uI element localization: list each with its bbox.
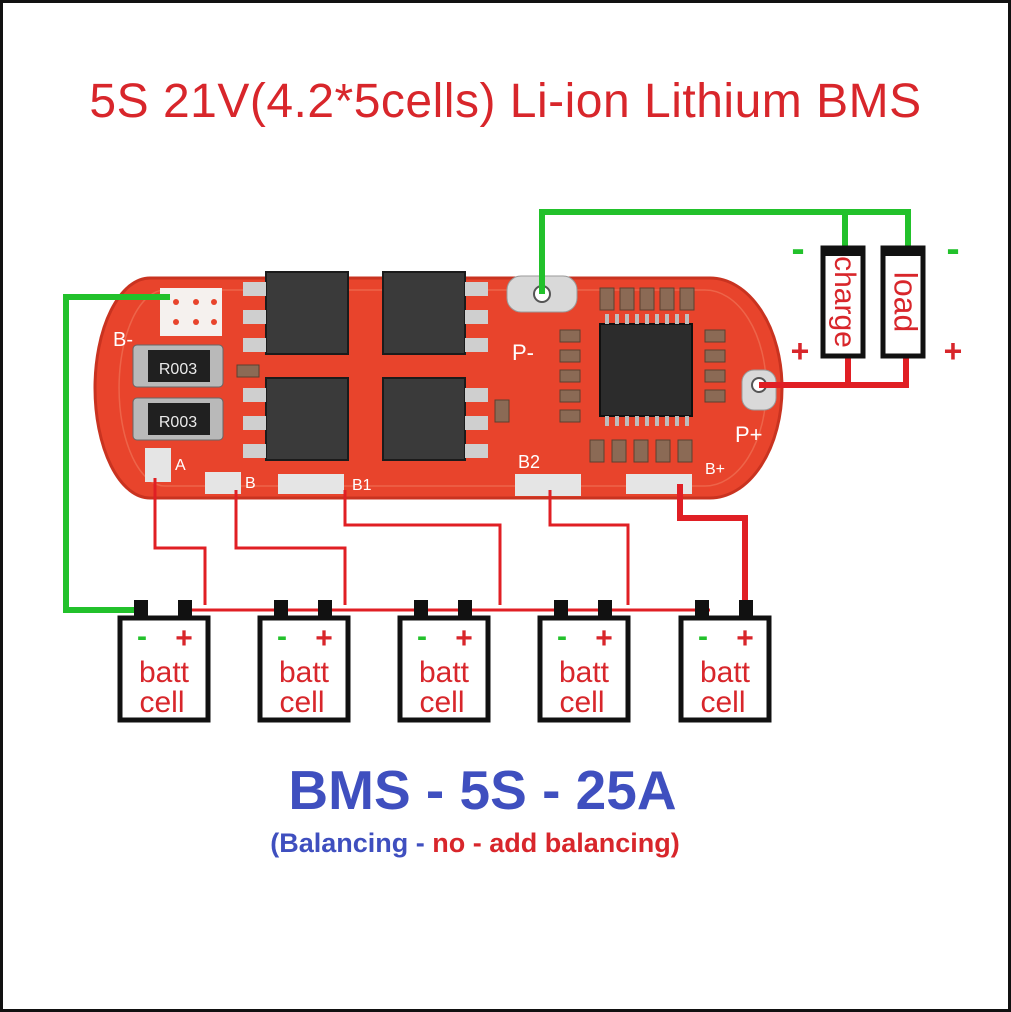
label-b2: B2: [518, 452, 540, 472]
cell-minus-sign: -: [557, 620, 567, 653]
wire-b: [234, 490, 347, 605]
pad-a: [145, 448, 171, 482]
wire-p-plus-to-load: [848, 355, 909, 388]
cell-positive-terminal: [318, 600, 332, 618]
balance-wires: [153, 478, 710, 612]
cell-label-batt: batt: [419, 656, 470, 689]
negative-wires: [63, 209, 911, 613]
load-minus-sign: -: [946, 227, 959, 271]
charge-label: charge: [828, 256, 861, 348]
cell-minus-sign: -: [277, 620, 287, 653]
load-plus-sign: +: [944, 333, 963, 369]
mosfet-3: [265, 377, 349, 461]
cell-label-cell: cell: [419, 686, 464, 719]
footer-note-balancing: (Balancing -: [270, 828, 425, 858]
resistor-code-1: R003: [159, 361, 197, 378]
pad-b: [205, 472, 241, 494]
label-b-minus: B-: [113, 329, 133, 351]
diagram-title: 5S 21V(4.2*5cells) Li-ion Lithium BMS: [89, 75, 922, 128]
wire-b2: [548, 490, 630, 605]
cell-positive-terminal: [739, 600, 753, 618]
cell-body: [397, 615, 491, 723]
cell-plus-sign: +: [175, 622, 193, 655]
load-box: load: [880, 245, 926, 359]
label-b1: B1: [352, 477, 372, 494]
charge-minus-sign: -: [791, 227, 804, 271]
mosfet-2: [382, 271, 466, 355]
cell-positive-terminal: [178, 600, 192, 618]
mosfet-4: [382, 377, 466, 461]
cell-minus-sign: -: [698, 620, 708, 653]
wire-a: [153, 478, 207, 605]
charge-plus-sign: +: [791, 333, 810, 369]
cell-positive-terminal: [598, 600, 612, 618]
footer-note-add: no - add balancing): [432, 828, 680, 858]
cell-label-cell: cell: [559, 686, 604, 719]
cell-negative-terminal: [554, 600, 568, 618]
label-b: B: [245, 475, 256, 492]
label-p-minus: P-: [512, 340, 534, 365]
label-a: A: [175, 457, 186, 474]
pad-b-plus: [626, 474, 692, 494]
cell-negative-terminal: [695, 600, 709, 618]
cell-plus-sign: +: [455, 622, 473, 655]
cell-minus-sign: -: [137, 620, 147, 653]
load-label: load: [888, 272, 924, 333]
resistor-code-2: R003: [159, 414, 197, 431]
footer-main: BMS - 5S - 25A: [288, 759, 677, 821]
positive-wires: [677, 355, 909, 605]
wire-b-minus-to-cell1: [63, 294, 170, 613]
cell-plus-sign: +: [315, 622, 333, 655]
cell-label-batt: batt: [559, 656, 610, 689]
cell-plus-sign: +: [595, 622, 613, 655]
bms-pcb-board: [93, 271, 784, 500]
cell-body: [257, 615, 351, 723]
cell-label-batt: batt: [279, 656, 330, 689]
cell-negative-terminal: [134, 600, 148, 618]
cell-positive-terminal: [458, 600, 472, 618]
label-b-plus: B+: [705, 461, 725, 478]
cell-plus-sign: +: [736, 622, 754, 655]
battery-cells: -+battcell-+battcell-+battcell-+battcell…: [117, 600, 772, 723]
cell-body: [678, 615, 772, 723]
cell-label-cell: cell: [139, 686, 184, 719]
footer-note: (Balancing - no - add balancing): [0, 828, 950, 859]
cell-negative-terminal: [274, 600, 288, 618]
cell-label-batt: batt: [139, 656, 190, 689]
cell-label-cell: cell: [700, 686, 745, 719]
mosfet-1: [265, 271, 349, 355]
label-p-plus: P+: [735, 422, 763, 447]
wire-p-minus-to-load: [539, 209, 911, 294]
pad-b2: [515, 474, 581, 496]
charge-box: charge: [820, 245, 866, 359]
wire-b1: [343, 490, 502, 605]
cell-body: [117, 615, 211, 723]
cell-label-batt: batt: [700, 656, 751, 689]
protection-ic: [599, 323, 693, 417]
cell-negative-terminal: [414, 600, 428, 618]
pad-b1: [278, 474, 344, 494]
pad-b-minus: [160, 288, 222, 336]
cell-body: [537, 615, 631, 723]
wire-b-plus-to-cell5: [677, 484, 748, 605]
cell-minus-sign: -: [417, 620, 427, 653]
cell-label-cell: cell: [279, 686, 324, 719]
